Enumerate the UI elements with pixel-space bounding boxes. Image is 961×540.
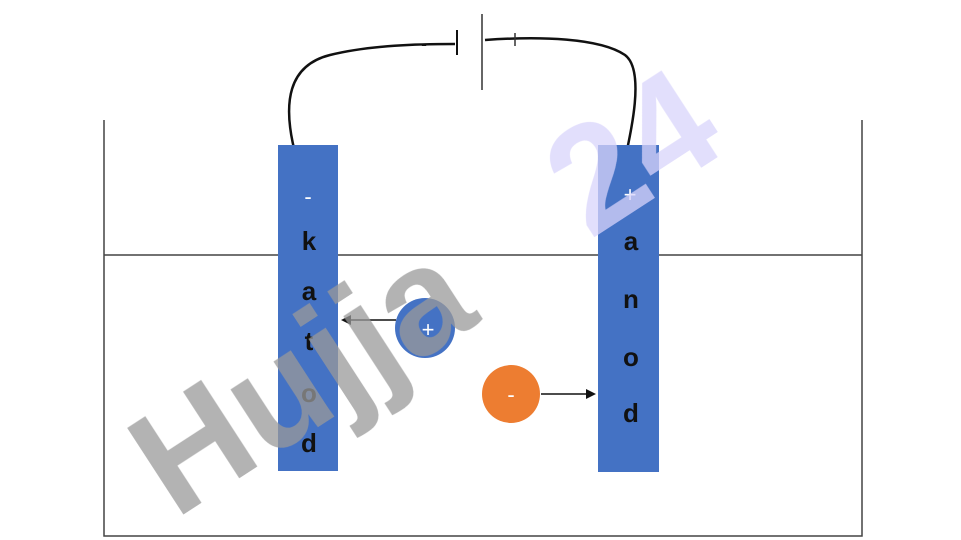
cathode-letter: k — [302, 226, 317, 256]
battery-icon: - — [421, 14, 516, 90]
cathode-letter: d — [301, 428, 317, 458]
cathode-electrode — [278, 145, 338, 471]
battery-negative-label: - — [421, 34, 427, 54]
cation-sign: + — [422, 317, 435, 342]
wire-right — [484, 37, 637, 173]
cathode-label: k a t o d — [301, 226, 317, 458]
cathode-letter: o — [301, 378, 317, 408]
vessel — [103, 120, 863, 537]
anode-letter: a — [624, 226, 639, 256]
cation-circle — [395, 298, 455, 358]
anode-sign: + — [624, 182, 637, 207]
cathode-letter: a — [302, 276, 317, 306]
wire-left — [287, 42, 456, 161]
anode-label: a n o d — [623, 226, 639, 428]
anion-sign: - — [507, 382, 514, 407]
cathode-sign: - — [304, 184, 311, 209]
anion-circle — [482, 365, 540, 423]
cathode-letter: t — [305, 326, 314, 356]
anode-letter: n — [623, 284, 639, 314]
watermark-lavender-text: 24 — [516, 35, 747, 267]
anode-letter: o — [623, 342, 639, 372]
anode-electrode — [598, 145, 659, 472]
anode-letter: d — [623, 398, 639, 428]
